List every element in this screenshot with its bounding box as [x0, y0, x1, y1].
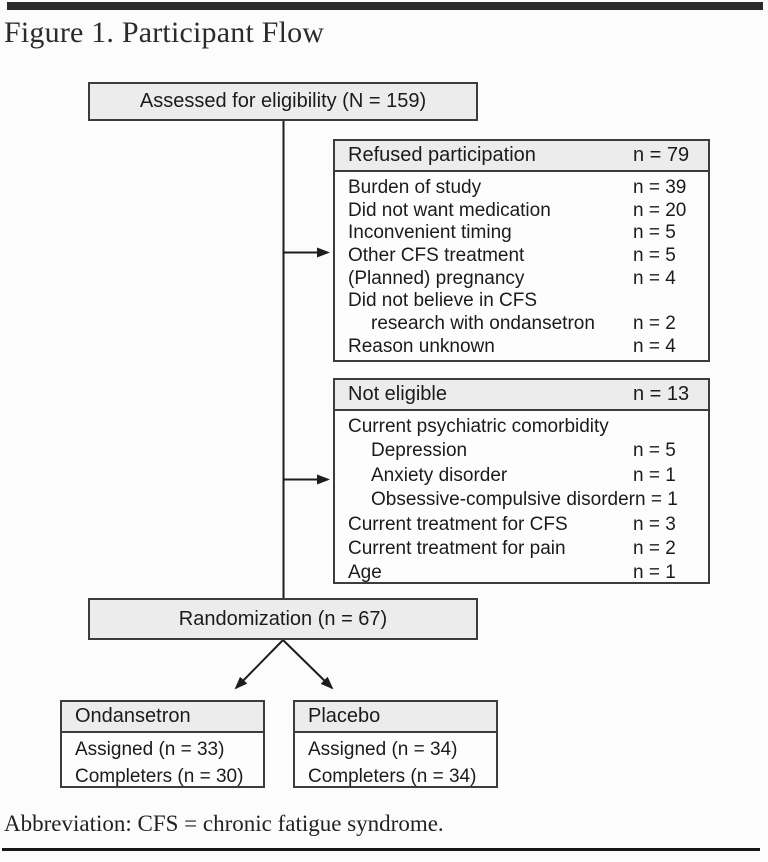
arrow-to-placebo [282, 639, 334, 690]
item-label: Completers (n = 30) [75, 765, 244, 787]
list-item: Obsessive-compulsive disorder n = 1 [348, 488, 695, 512]
item-value: n = 4 [633, 335, 676, 357]
item-label: Anxiety disorder [371, 464, 508, 486]
list-item: Burden of study n = 39 [348, 177, 695, 200]
item-value: n = 20 [633, 199, 687, 221]
item-value: n = 2 [633, 313, 676, 335]
item-label: Other CFS treatment [348, 245, 525, 267]
item-label: Assigned (n = 34) [308, 739, 458, 760]
item-label: Age [348, 562, 382, 584]
ondansetron-list: Assigned (n = 33) Completers (n = 30) [62, 733, 263, 790]
item-label: Did not believe in CFS [348, 290, 538, 312]
item-value: n = 1 [633, 562, 676, 584]
item-value: n = 5 [633, 245, 676, 267]
not-eligible-header: Not eligible n = 13 [335, 380, 708, 411]
item-value: n = 4 [633, 267, 676, 289]
item-label: Current treatment for pain [348, 537, 566, 559]
not-eligible-list: Current psychiatric comorbidity Depressi… [335, 411, 708, 586]
list-item: Age n = 1 [348, 561, 695, 585]
ondansetron-box: Ondansetron Assigned (n = 33) Completers… [60, 700, 265, 788]
item-label: Completers (n = 34) [308, 765, 477, 787]
item-value: n = 3 [633, 513, 676, 535]
item-label: Current psychiatric comorbidity [348, 416, 609, 437]
list-item: Assigned (n = 33) [75, 737, 250, 764]
placebo-list: Assigned (n = 34) Completers (n = 34) [295, 733, 496, 790]
item-label: Assigned (n = 33) [75, 739, 225, 760]
item-label: Depression [371, 440, 468, 462]
list-item: (Planned) pregnancy n = 4 [348, 268, 695, 291]
list-item: Assigned (n = 34) [308, 737, 483, 764]
list-item: Current psychiatric comorbidity [348, 415, 695, 439]
arrow-to-ondansetron [234, 639, 284, 690]
item-value: n = 5 [633, 440, 676, 462]
list-item: Anxiety disorder n = 1 [348, 464, 695, 488]
figure-title: Figure 1. Participant Flow [4, 16, 325, 49]
item-value: n = 1 [635, 489, 678, 511]
item-value: n = 5 [633, 222, 676, 244]
placebo-box: Placebo Assigned (n = 34) Completers (n … [293, 700, 498, 788]
assessed-label: Assessed for eligibility (N = 159) [139, 90, 427, 112]
list-item: Depression n = 5 [348, 439, 695, 463]
refused-box: Refused participation n = 79 Burden of s… [333, 139, 710, 362]
not-eligible-total: n = 13 [633, 383, 690, 405]
list-item: Inconvenient timing n = 5 [348, 222, 695, 245]
list-item: Did not believe in CFS [348, 290, 695, 313]
placebo-header: Placebo [295, 702, 496, 733]
item-label: Current treatment for CFS [348, 513, 568, 535]
ondansetron-title: Ondansetron [75, 705, 191, 727]
abbreviation-note: Abbreviation: CFS = chronic fatigue synd… [4, 811, 444, 836]
bottom-rule-bar [2, 848, 760, 851]
placebo-title: Placebo [308, 705, 381, 727]
top-rule-bar [7, 2, 763, 10]
item-value: n = 39 [633, 177, 687, 198]
list-item: Completers (n = 34) [308, 764, 483, 791]
list-item: research with ondansetron n = 2 [348, 313, 695, 336]
item-value: n = 1 [633, 464, 676, 486]
item-label: Inconvenient timing [348, 222, 512, 244]
list-item: Current treatment for CFS n = 3 [348, 513, 695, 537]
not-eligible-box: Not eligible n = 13 Current psychiatric … [333, 378, 710, 584]
item-label: Did not want medication [348, 199, 551, 221]
item-label: Obsessive-compulsive disorder [371, 489, 635, 511]
refused-title: Refused participation [348, 144, 536, 166]
item-label: Reason unknown [348, 335, 495, 357]
refused-header: Refused participation n = 79 [335, 141, 708, 172]
item-label: research with ondansetron [371, 313, 595, 335]
refused-total: n = 79 [633, 144, 690, 166]
item-label: Burden of study [348, 177, 482, 198]
not-eligible-title: Not eligible [348, 383, 447, 405]
list-item: Other CFS treatment n = 5 [348, 245, 695, 268]
list-item: Did not want medication n = 20 [348, 200, 695, 223]
assessed-box: Assessed for eligibility (N = 159) [88, 82, 478, 121]
item-value: n = 2 [633, 537, 676, 559]
ondansetron-header: Ondansetron [62, 702, 263, 733]
refused-list: Burden of study n = 39 Did not want medi… [335, 172, 708, 359]
randomization-box: Randomization (n = 67) [88, 598, 478, 640]
list-item: Completers (n = 30) [75, 764, 250, 791]
item-label: (Planned) pregnancy [348, 267, 525, 289]
list-item: Reason unknown n = 4 [348, 336, 695, 359]
list-item: Current treatment for pain n = 2 [348, 537, 695, 561]
randomization-label: Randomization (n = 67) [178, 607, 388, 630]
